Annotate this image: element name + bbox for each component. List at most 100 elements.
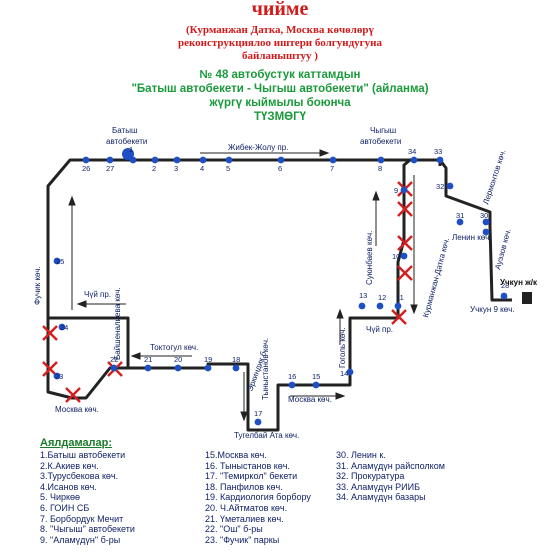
- street-uchkun-9: Учкун 9 көч.: [470, 305, 515, 314]
- legend-item: 31. Аламүдүн райсполком: [336, 460, 445, 471]
- stop-18-number: 18: [232, 355, 240, 364]
- legend-item: 4.Исанов көч.: [40, 481, 97, 492]
- stop-20-icon: [174, 364, 182, 372]
- closed-cross-icon: [65, 387, 81, 403]
- stop-17-number: 17: [254, 409, 262, 418]
- stop-20-number: 20: [174, 355, 182, 364]
- street-toktogul: Токтогул көч.: [150, 343, 198, 352]
- street-suyunbaev: Суюнбаев көч.: [365, 231, 374, 285]
- legend-column-2: 15.Москва көч. 16. Тыныстанов көч. 17. "…: [205, 450, 311, 545]
- stop-34-icon: [410, 156, 418, 164]
- legend-item: 6. ГОИН СБ: [40, 502, 90, 513]
- street-chuy-left: Чүй пр.: [84, 290, 111, 299]
- route-heading-1: № 48 автобустук каттамдын: [199, 69, 361, 81]
- stop-27-icon: [106, 156, 114, 164]
- stop-12-number: 12: [378, 293, 386, 302]
- legend-item: 9. "Аламүдүн" б-ры: [40, 534, 121, 545]
- direction-arrows: [68, 149, 418, 422]
- legend-column-1: 1.Батыш автобекети 2.К.Акиев көч. 3.Туру…: [40, 450, 135, 545]
- stop-8-icon: [377, 156, 385, 164]
- stop-19-number: 19: [204, 355, 212, 364]
- stop-22-icon: [110, 364, 118, 372]
- stop-26-number: 26: [82, 164, 90, 173]
- legend-item: 17. "Темиркол" бекети: [205, 471, 298, 482]
- stop-34-number: 34: [408, 147, 416, 156]
- stop-3-icon: [173, 156, 181, 164]
- stop-11-number: 11: [396, 293, 404, 302]
- stop-32-number: 32: [436, 182, 444, 191]
- street-moskva-mid: Москва көч.: [288, 395, 332, 404]
- stop-33-number: 33: [434, 147, 442, 156]
- stop-24-icon: [58, 323, 66, 331]
- uchkun-terminal-label: Учкун ж/к: [500, 278, 538, 287]
- stop-19-icon: [204, 364, 212, 372]
- stop-27-number: 27: [106, 164, 114, 173]
- east-station-label-2: автобекети: [360, 137, 401, 146]
- legend-item: 1.Батыш автобекети: [40, 450, 126, 460]
- stop-8-number: 8: [378, 164, 382, 173]
- street-tugelbay: Тугелбай Ата көч.: [234, 431, 299, 440]
- legend-item: 15.Москва көч.: [205, 450, 267, 460]
- legend-item: 3.Турусбекова көч.: [40, 471, 119, 482]
- stop-11-icon: [394, 302, 402, 310]
- legend-item: 32. Прокуратура: [336, 471, 405, 482]
- stop-30-number: 30: [480, 211, 488, 220]
- stop-30-icon: [482, 218, 490, 226]
- stop-31-number: 31: [456, 211, 464, 220]
- closed-cross-icon: [397, 265, 413, 281]
- east-station-label-1: Чыгыш: [370, 126, 396, 135]
- closed-cross-icon: [397, 235, 413, 251]
- stop-16-icon: [288, 381, 296, 389]
- stop-28-icon: [500, 292, 508, 300]
- route-heading-4: ТҮЗМӨГҮ: [253, 111, 307, 123]
- stop-22-number: 22: [110, 355, 118, 364]
- street-chuy-right: Чүй пр.: [366, 325, 393, 334]
- stop-25-number: 25: [56, 257, 64, 266]
- stop-14-number: 14: [340, 369, 348, 378]
- legend-item: 16. Тыныстанов көч.: [205, 460, 290, 471]
- page-title: чийме: [251, 0, 309, 20]
- stop-15-number: 15: [312, 372, 320, 381]
- stop-7-icon: [329, 156, 337, 164]
- legend-title: Аялдамалар:: [40, 437, 113, 449]
- street-baytik: Байшеналиева көч.: [113, 287, 122, 360]
- legend-item: 18. Панфилов көч.: [205, 481, 283, 492]
- stop-10-number: 10: [392, 252, 400, 261]
- stop-5-number: 5: [226, 164, 230, 173]
- subtitle-line-3: байланыштуу ): [242, 50, 318, 62]
- legend-column-3: 30. Ленин к. 31. Аламүдүн райсполком 32.…: [336, 450, 445, 503]
- stop-18-icon: [232, 364, 240, 372]
- stop-6-number: 6: [278, 164, 282, 173]
- stop-1-icon: [129, 156, 137, 164]
- stop-3-number: 3: [174, 164, 178, 173]
- street-auezov: Ауэзов көч.: [493, 228, 513, 271]
- stop-9-icon: [400, 186, 408, 194]
- stop-25-icon: [53, 257, 61, 265]
- legend-item: 23. "Фучик" паркы: [205, 534, 280, 545]
- west-station-icon: [122, 148, 134, 160]
- closed-cross-icon: [42, 325, 58, 341]
- legend-item: 19. Кардиология борбору: [205, 492, 311, 503]
- stop-9-number: 9: [394, 186, 398, 195]
- street-kurmanjan: Курманжан-Датка көч.: [421, 237, 451, 319]
- street-gogol: Гоголь көч.: [338, 327, 347, 368]
- stop-31-icon: [456, 218, 464, 226]
- stop-23-icon: [53, 372, 61, 380]
- legend-item: 30. Ленин к.: [336, 450, 386, 460]
- legend-item: 8. "Чыгыш" автобекети: [40, 524, 135, 535]
- west-station-label-2: автобекети: [106, 137, 147, 146]
- stop-29-icon: [482, 228, 490, 236]
- stop-28-number: 28: [501, 281, 509, 290]
- stop-2-icon: [151, 156, 159, 164]
- stop-32-icon: [446, 182, 454, 190]
- legend-item: 34. Аламүдүн базары: [336, 492, 426, 503]
- legend-item: 22. "Ош" б-ры: [205, 524, 263, 535]
- stop-4-number: 4: [200, 164, 204, 173]
- stop-12-icon: [376, 302, 384, 310]
- street-zhibek-zholu: Жибек-Жолу пр.: [228, 143, 288, 152]
- stop-4-icon: [199, 156, 207, 164]
- closed-cross-icon: [397, 201, 413, 217]
- stop-5-icon: [225, 156, 233, 164]
